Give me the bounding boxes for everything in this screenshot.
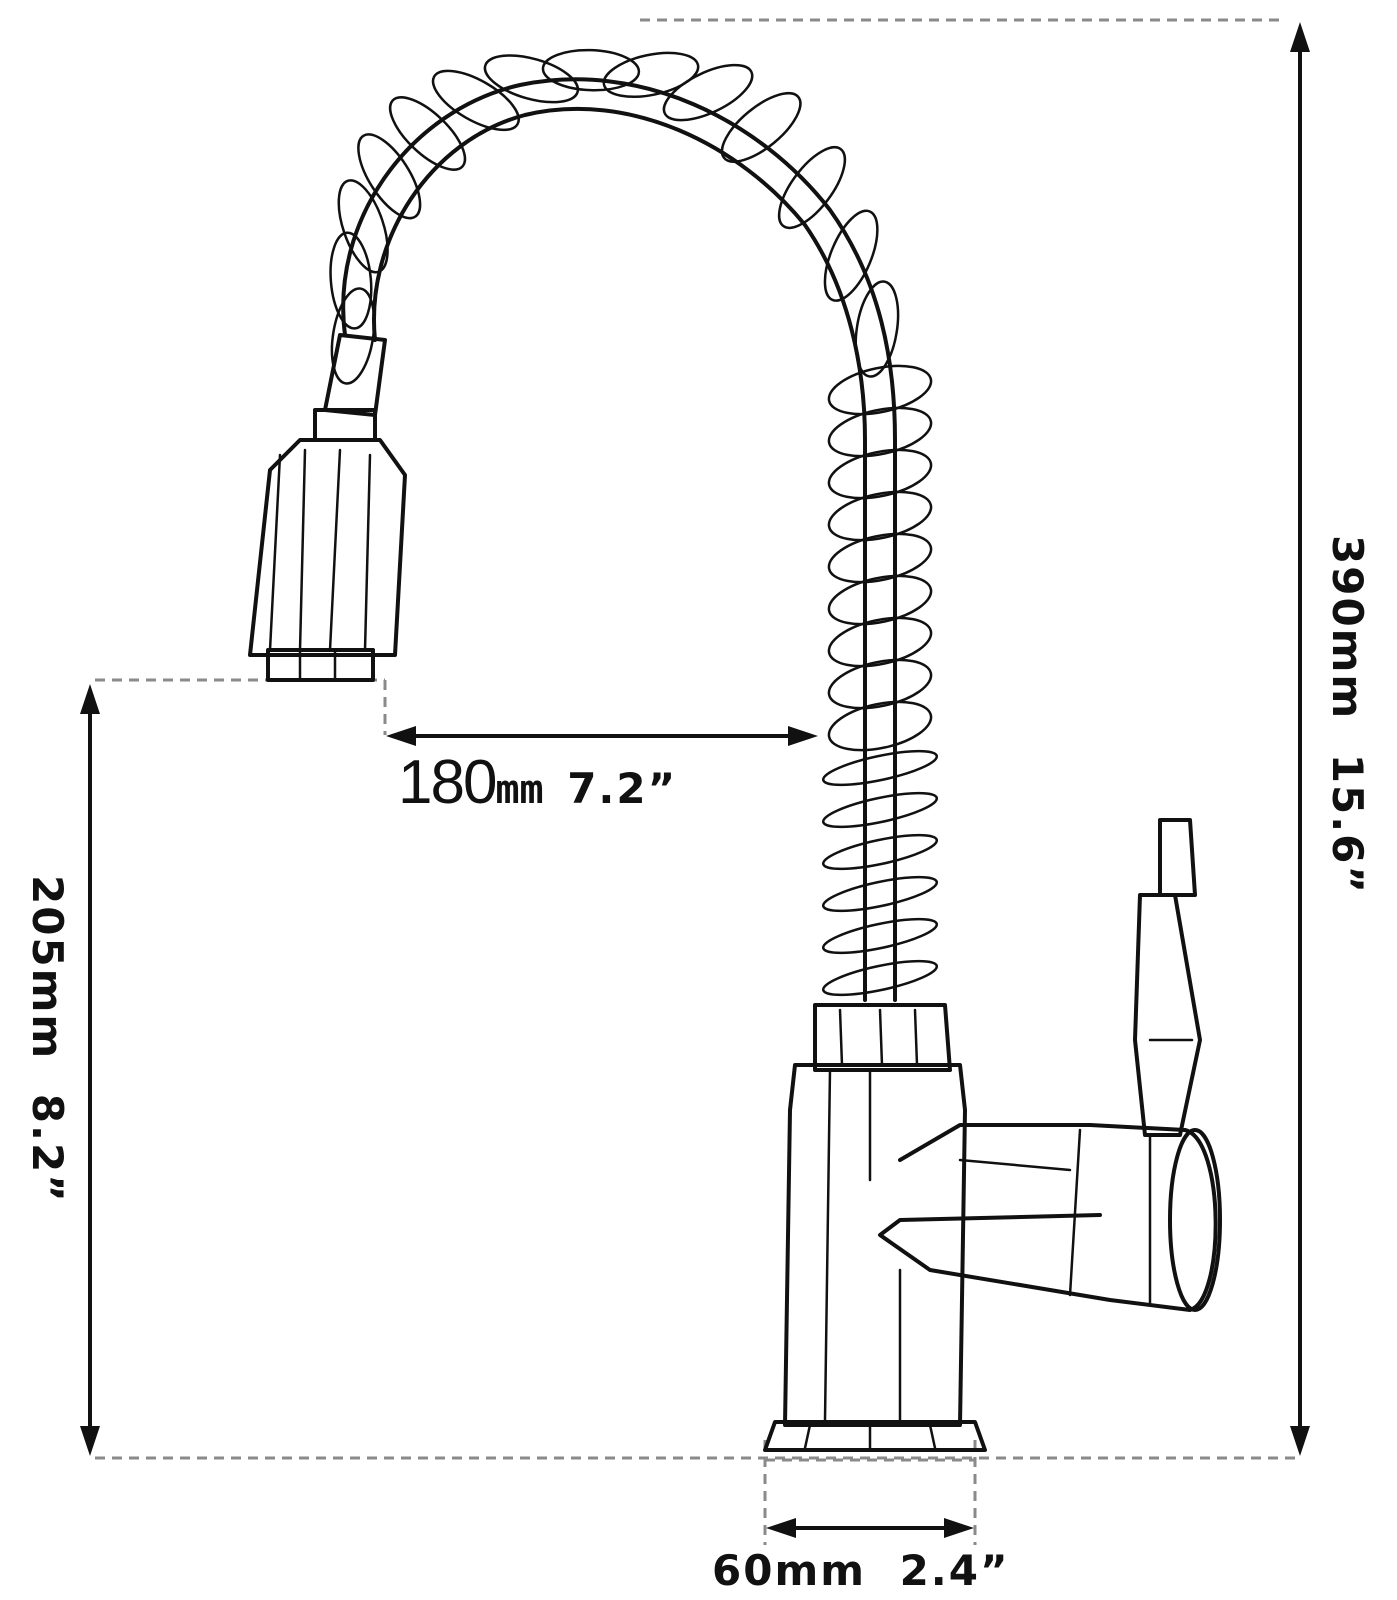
coil-ring — [827, 490, 933, 542]
coil-ring — [777, 146, 847, 230]
coil-ring — [827, 448, 933, 500]
spout-height-imperial: 8.2” — [23, 1093, 72, 1204]
base-width-label: 60mm 2.4” — [712, 1550, 1010, 1592]
lever-handle — [878, 818, 1222, 1312]
coil-ring — [720, 91, 802, 163]
coil-ring — [823, 209, 879, 302]
coil-ring — [431, 69, 520, 132]
faucet-body — [763, 1003, 987, 1452]
coil-ring — [827, 364, 933, 416]
spout-height-label: 205mm 8.2” — [23, 875, 72, 1204]
spring-coil — [329, 48, 939, 1002]
spout-height-arrow — [80, 684, 100, 1456]
spout-reach-metric-value: 180 — [398, 748, 497, 817]
spout-reach-label: 180mm 7.2” — [398, 752, 677, 814]
total-height-imperial: 15.6” — [1323, 753, 1372, 896]
spout-reach-arrow — [386, 726, 818, 746]
coil-ring — [827, 658, 933, 710]
coil-ring — [483, 54, 580, 104]
spout-reach-metric-unit: mm — [495, 767, 544, 813]
coil-ring — [329, 231, 373, 330]
total-height-arrow — [1290, 22, 1310, 1456]
dimension-guides — [95, 18, 1300, 1545]
coil-ring — [821, 833, 939, 871]
total-height-metric: 390mm — [1323, 535, 1372, 721]
base-width-imperial: 2.4” — [899, 1546, 1010, 1595]
spray-head — [248, 333, 407, 682]
total-height-label: 390mm 15.6” — [1323, 535, 1372, 895]
coil-ring — [337, 179, 389, 274]
coil-ring — [827, 700, 933, 752]
coil-ring — [821, 875, 939, 913]
coil-ring — [821, 791, 939, 829]
spout-reach-imperial: 7.2” — [567, 764, 678, 813]
coil-ring — [602, 51, 700, 98]
coil-ring — [827, 532, 933, 584]
base-width-metric: 60mm — [712, 1546, 866, 1595]
coil-ring — [827, 406, 933, 458]
spout-height-metric: 205mm — [23, 875, 72, 1061]
coil-ring — [662, 63, 754, 122]
coil-ring — [541, 48, 641, 92]
coil-ring — [827, 574, 933, 626]
coil-ring — [821, 749, 939, 787]
coil-ring — [821, 959, 939, 997]
coil-ring — [357, 133, 422, 220]
coil-ring — [821, 917, 939, 955]
base-width-arrow — [766, 1518, 974, 1538]
coil-ring — [827, 616, 933, 668]
coil-ring — [388, 96, 467, 171]
coil-ring — [854, 280, 900, 378]
